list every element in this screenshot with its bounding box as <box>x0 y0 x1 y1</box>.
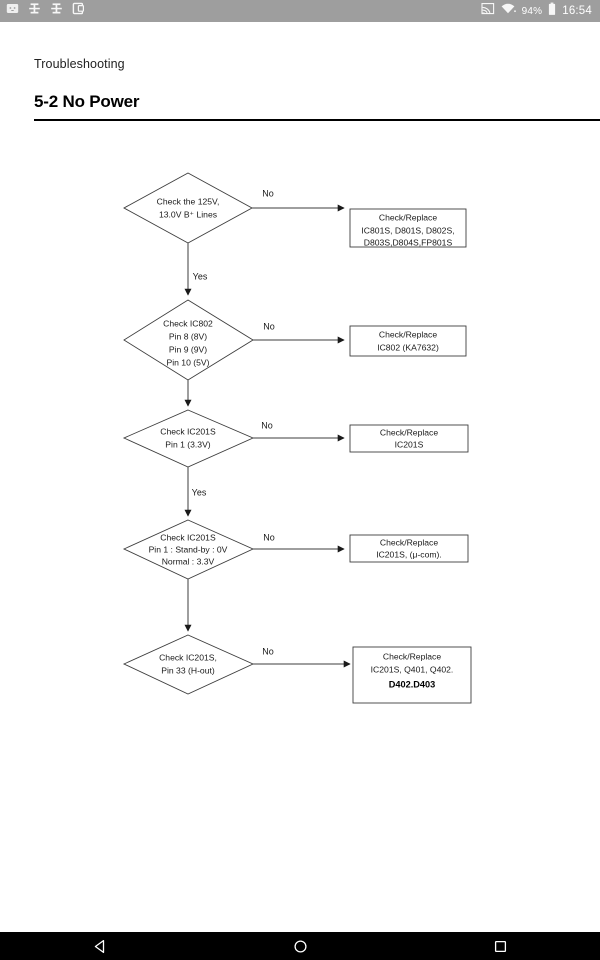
no-power-troubleshooting-flowchart: Check the 125V, 13.0V B⁺ Lines No Check/… <box>122 172 472 704</box>
decision-2-line-4: Pin 10 (5V) <box>167 357 210 367</box>
action-box-5[interactable] <box>352 646 472 704</box>
status-bar-system-icons: 94% 16:54 <box>481 2 592 21</box>
edge-2-no-label: No <box>263 321 275 331</box>
action-box-4-title: Check/Replace <box>380 537 438 547</box>
breadcrumb: Troubleshooting <box>34 57 125 71</box>
recents-square-icon <box>494 940 506 952</box>
decision-3-line-2: Pin 1 (3.3V) <box>165 439 211 449</box>
flow-step-4: Check IC201S Pin 1 : Stand-by : 0V Norma… <box>122 519 469 632</box>
decision-2-line-3: Pin 9 (9V) <box>169 344 207 354</box>
action-box-4[interactable] <box>349 534 469 563</box>
action-box-1-title: Check/Replace <box>379 212 437 222</box>
home-circle-icon <box>293 939 307 953</box>
status-bar-notification-icons <box>6 2 85 20</box>
decision-1-line-2: 13.0V B⁺ Lines <box>159 209 217 219</box>
decision-diamond-5[interactable] <box>122 634 255 695</box>
action-box-5-line-1: IC201S, Q401, Q402. <box>371 664 454 674</box>
page-title: 5-2 No Power <box>34 92 140 111</box>
status-bar-clock: 16:54 <box>562 5 592 17</box>
screenshot-icon <box>72 2 85 20</box>
edge-4-no-label: No <box>263 532 275 542</box>
wifi-icon <box>501 2 516 20</box>
action-box-1-line-2: D803S,D804S,FP801S <box>364 237 453 247</box>
edge-1-no-label: No <box>262 188 274 198</box>
action-box-1[interactable] <box>349 208 467 248</box>
battery-percent-label: 94% <box>521 5 543 17</box>
decision-2-line-2: Pin 8 (8V) <box>169 331 207 341</box>
action-box-3-line-1: IC201S <box>395 439 424 449</box>
decision-diamond-1[interactable] <box>123 172 253 244</box>
android-navigation-bar[interactable] <box>0 932 600 960</box>
action-box-1-line-1: IC801S, D801S, D802S, <box>361 225 454 235</box>
document-page[interactable]: Troubleshooting 5-2 No Power Check the 1… <box>0 22 600 932</box>
action-box-3[interactable] <box>349 424 469 453</box>
edge-5-no-label: No <box>262 646 274 656</box>
battery-icon <box>548 2 556 21</box>
action-box-2-line-1: IC802 (KA7632) <box>377 342 439 352</box>
decision-1-line-1: Check the 125V, <box>157 196 220 206</box>
edge-1-yes-label: Yes <box>193 271 208 281</box>
flow-step-1: Check the 125V, 13.0V B⁺ Lines No Check/… <box>123 172 467 296</box>
edge-3-no-label: No <box>261 420 273 430</box>
home-button[interactable] <box>270 932 330 960</box>
title-divider <box>34 119 600 121</box>
email-icon <box>6 2 19 20</box>
action-box-3-title: Check/Replace <box>380 427 438 437</box>
android-status-bar[interactable]: 94% 16:54 <box>0 0 600 22</box>
decision-2-line-1: Check IC802 <box>163 318 213 328</box>
cast-screen-icon <box>481 2 495 20</box>
sync-icon <box>28 2 41 20</box>
decision-5-line-1: Check IC201S, <box>159 652 217 662</box>
action-box-2-title: Check/Replace <box>379 329 437 339</box>
sync-icon-2 <box>50 2 63 20</box>
edge-3-yes-label: Yes <box>192 487 207 497</box>
flow-step-5: Check IC201S, Pin 33 (H-out) No Check/Re… <box>122 634 472 704</box>
flow-step-2: Check IC802 Pin 8 (8V) Pin 9 (9V) Pin 10… <box>123 299 467 407</box>
action-box-5-title: Check/Replace <box>383 651 441 661</box>
decision-3-line-1: Check IC201S <box>160 426 216 436</box>
recents-button[interactable] <box>470 932 530 960</box>
back-button[interactable] <box>70 932 130 960</box>
action-box-5-line-2: D402.D403 <box>389 679 435 689</box>
decision-5-line-2: Pin 33 (H-out) <box>161 665 215 675</box>
decision-4-line-2: Pin 1 : Stand-by : 0V <box>149 544 228 554</box>
action-box-2[interactable] <box>349 325 467 357</box>
flow-step-3: Check IC201S Pin 1 (3.3V) No Check/Repla… <box>122 409 469 517</box>
back-triangle-icon <box>94 939 104 953</box>
decision-4-line-3: Normal : 3.3V <box>162 556 215 566</box>
decision-4-line-1: Check IC201S <box>160 532 216 542</box>
action-box-4-line-1: IC201S, (μ-com). <box>376 549 442 559</box>
